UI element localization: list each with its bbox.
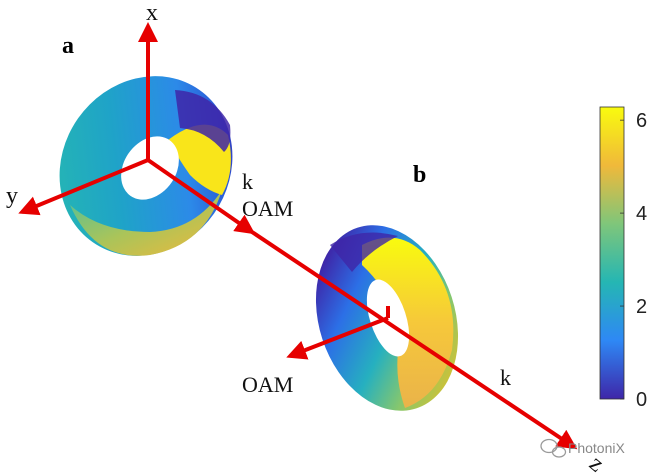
- z-axis-arrow: [250, 230, 578, 450]
- torus-a: [59, 76, 233, 256]
- colorbar-gradient: [599, 106, 625, 400]
- colorbar-tick-label: 2: [636, 296, 647, 318]
- panel-label-b: b: [413, 162, 426, 188]
- oam-label-b: OAM: [242, 372, 293, 397]
- k-label-b: k: [500, 365, 511, 390]
- panel-label-a: a: [62, 33, 74, 59]
- oam-label-a: OAM: [242, 196, 293, 221]
- watermark-text: PhotoniX: [568, 440, 625, 456]
- x-axis-label: x: [146, 0, 158, 26]
- k-oam-arrow-a: [146, 158, 256, 235]
- colorbar-ticks: 0 2 4 6: [620, 110, 647, 411]
- y-axis-label: y: [6, 183, 18, 209]
- y-axis-arrow: [18, 158, 149, 216]
- k-label-a: k: [242, 169, 253, 194]
- colorbar-tick-label: 4: [636, 203, 647, 225]
- wechat-icon: [540, 438, 567, 458]
- watermark: PhotoniX: [540, 438, 625, 458]
- oam-arrow-b: [286, 316, 389, 360]
- colorbar: 0 2 4 6: [599, 106, 647, 411]
- axis-arrows: [18, 22, 578, 450]
- colorbar-tick-label: 6: [636, 110, 647, 132]
- colorbar-tick-label: 0: [636, 389, 647, 411]
